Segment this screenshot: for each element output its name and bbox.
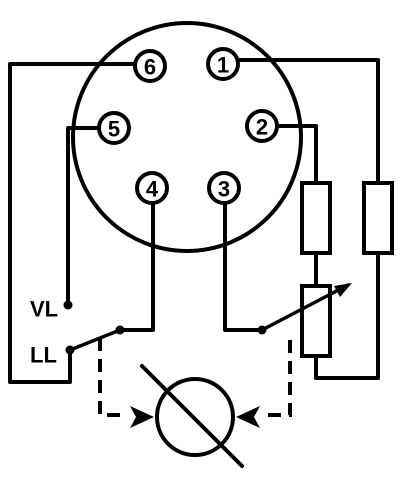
switch-contact-dot — [115, 325, 125, 335]
wire-pin6-to-ll — [8, 62, 140, 384]
wiper-contact-dot — [257, 325, 267, 335]
pin-3: 3 — [207, 171, 241, 205]
terminal-ll-label: LL — [30, 343, 57, 368]
pin-1-label: 1 — [217, 53, 229, 78]
pin-2: 2 — [245, 109, 279, 143]
wire-pin1-to-resistor — [230, 58, 380, 185]
pin-4: 4 — [135, 171, 169, 205]
pin-4-ring — [135, 171, 169, 205]
pin-1: 1 — [206, 47, 240, 81]
dashed-lead-left — [98, 338, 128, 417]
wire-pot-return — [314, 251, 380, 380]
pin-3-ring — [207, 171, 241, 205]
wire-pin4-to-switch — [118, 198, 155, 332]
pin-2-ring — [245, 109, 279, 143]
meter-needle — [140, 364, 244, 468]
pin-2-label: 2 — [256, 115, 268, 140]
wire-pin3-to-wiper — [223, 198, 264, 332]
pin-5-ring — [97, 111, 131, 145]
terminal-vl-label: VL — [30, 297, 58, 322]
pot-wiper — [260, 283, 350, 332]
resistor-right — [362, 181, 394, 255]
switch-lever — [68, 328, 122, 352]
pin-6-label: 6 — [144, 55, 156, 80]
terminal-ll-dot — [65, 345, 75, 355]
wire-pin2-to-resistor — [276, 124, 318, 185]
meter-probe-right-arrow — [236, 406, 260, 428]
pin-6-ring — [133, 49, 167, 83]
pin-3-label: 3 — [218, 177, 230, 202]
meter-probe-left-arrow — [130, 406, 154, 428]
pin-5-label: 5 — [108, 117, 120, 142]
dashed-lead-right — [262, 340, 292, 417]
pot-wiper-arrowhead — [334, 283, 352, 297]
terminal-vl-dot — [63, 300, 73, 310]
pin-5: 5 — [97, 111, 131, 145]
wire-pin5-to-vl — [66, 126, 102, 307]
pin-1-ring — [206, 47, 240, 81]
pin-6: 6 — [133, 49, 167, 83]
pin-4-label: 4 — [146, 177, 159, 202]
resistor-left — [300, 181, 332, 255]
socket-base — [71, 21, 303, 253]
